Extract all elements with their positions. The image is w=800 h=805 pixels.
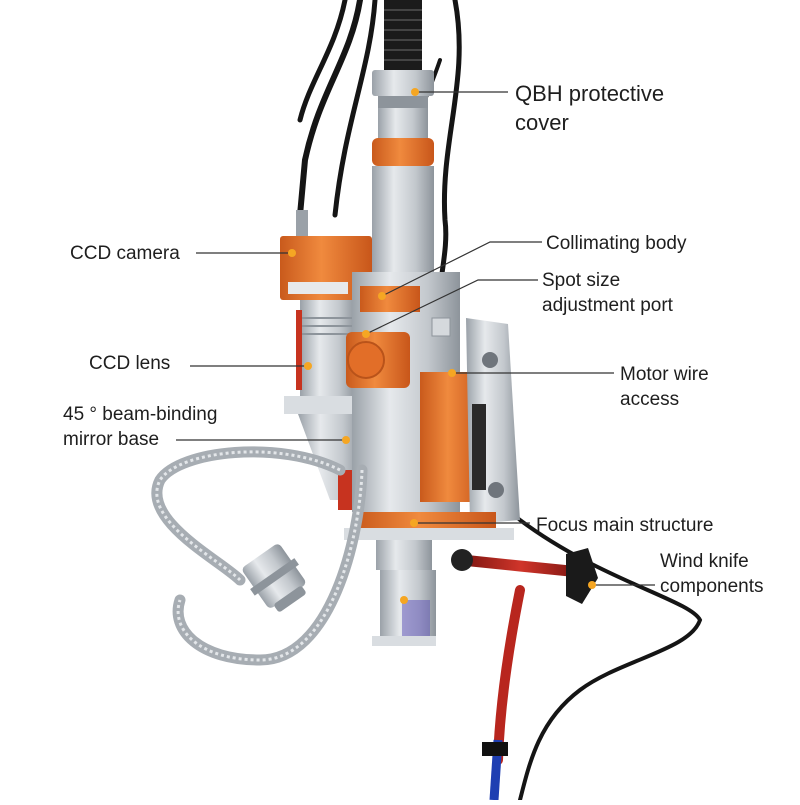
label-line: CCD camera [70, 243, 180, 264]
label-line: access [620, 389, 680, 410]
label-line: adjustment port [542, 295, 673, 316]
collimator-tube [372, 166, 434, 276]
label-line: QBH protective [515, 81, 665, 106]
label-motor-wire-access: Motor wire access [620, 362, 709, 412]
nozzle-assembly [372, 540, 436, 646]
collimating-housing [346, 272, 482, 512]
label-line: Motor wire [620, 364, 709, 385]
label-line: Spot size [542, 270, 621, 291]
leader-line-collimating [381, 241, 542, 297]
label-wind-knife: Wind knife components [660, 549, 764, 599]
focus-structure [344, 512, 514, 540]
label-line: CCD lens [89, 353, 171, 374]
qbh-connector [372, 70, 434, 166]
marker-dot-focus [410, 519, 418, 527]
label-mirror-base: 45 ° beam-binding mirror base [63, 402, 217, 452]
label-line: components [660, 576, 764, 597]
marker-dot-mirror-base [342, 436, 350, 444]
marker-dot-ccd-camera [288, 249, 296, 257]
marker-dot-qbh [411, 88, 419, 96]
label-ccd-lens: CCD lens [89, 351, 170, 376]
label-collimating-body: Collimating body [546, 231, 686, 256]
label-line: Wind knife [660, 551, 749, 572]
ccd-camera-body [280, 210, 372, 300]
label-ccd-camera: CCD camera [70, 241, 180, 266]
marker-dot-nozzle [400, 596, 408, 604]
qbh-conduit [384, 0, 422, 70]
label-line: Focus main structure [536, 515, 714, 536]
mirror-base-block [284, 396, 362, 510]
label-line: cover [515, 110, 569, 135]
label-focus-main-structure: Focus main structure [536, 513, 713, 538]
label-line: mirror base [63, 429, 160, 450]
gooseneck-lamp [151, 446, 368, 666]
label-spot-size-port: Spot size adjustment port [542, 268, 673, 318]
marker-dot-collimating [378, 292, 386, 300]
marker-dot-ccd-lens [304, 362, 312, 370]
label-line: Collimating body [546, 233, 687, 254]
label-qbh-protective-cover: QBH protective cover [515, 79, 664, 137]
motor-side-panel [466, 318, 520, 524]
leader-line-spot-size [365, 279, 538, 335]
marker-dot-wind-knife [588, 581, 596, 589]
marker-dot-spot-size [362, 330, 370, 338]
support-arm [451, 548, 598, 801]
label-line: 45 ° beam-binding [63, 404, 218, 425]
marker-dot-motor-wire [448, 369, 456, 377]
